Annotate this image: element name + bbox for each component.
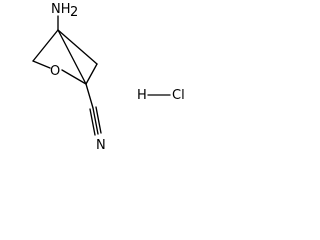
triple-bond-line-3 [95,106,102,134]
molecule-drawing: NH 2 O N H Cl [32,2,185,153]
bond-o-c1 [61,69,87,85]
bond-ch2-c1 [85,63,98,85]
salt-h-label: H [137,88,147,103]
bond-c1-cn [85,83,94,109]
bond-ch2-o [32,60,51,69]
structure-canvas: NH 2 O N H Cl [0,0,195,184]
bond-c4-ch2-right [57,29,98,65]
bond-c4-ch2-left [32,29,59,62]
ring-oxygen-label: O [50,64,60,79]
triple-bond-line-1 [92,107,99,135]
triple-bond-line-2 [89,108,96,136]
nitrile-n-label: N [96,138,106,153]
amino-h-count: 2 [70,5,78,20]
bond-c4-c1-bridge [57,29,87,85]
salt-cl-label: Cl [172,88,185,103]
amino-label: NH [51,2,71,17]
